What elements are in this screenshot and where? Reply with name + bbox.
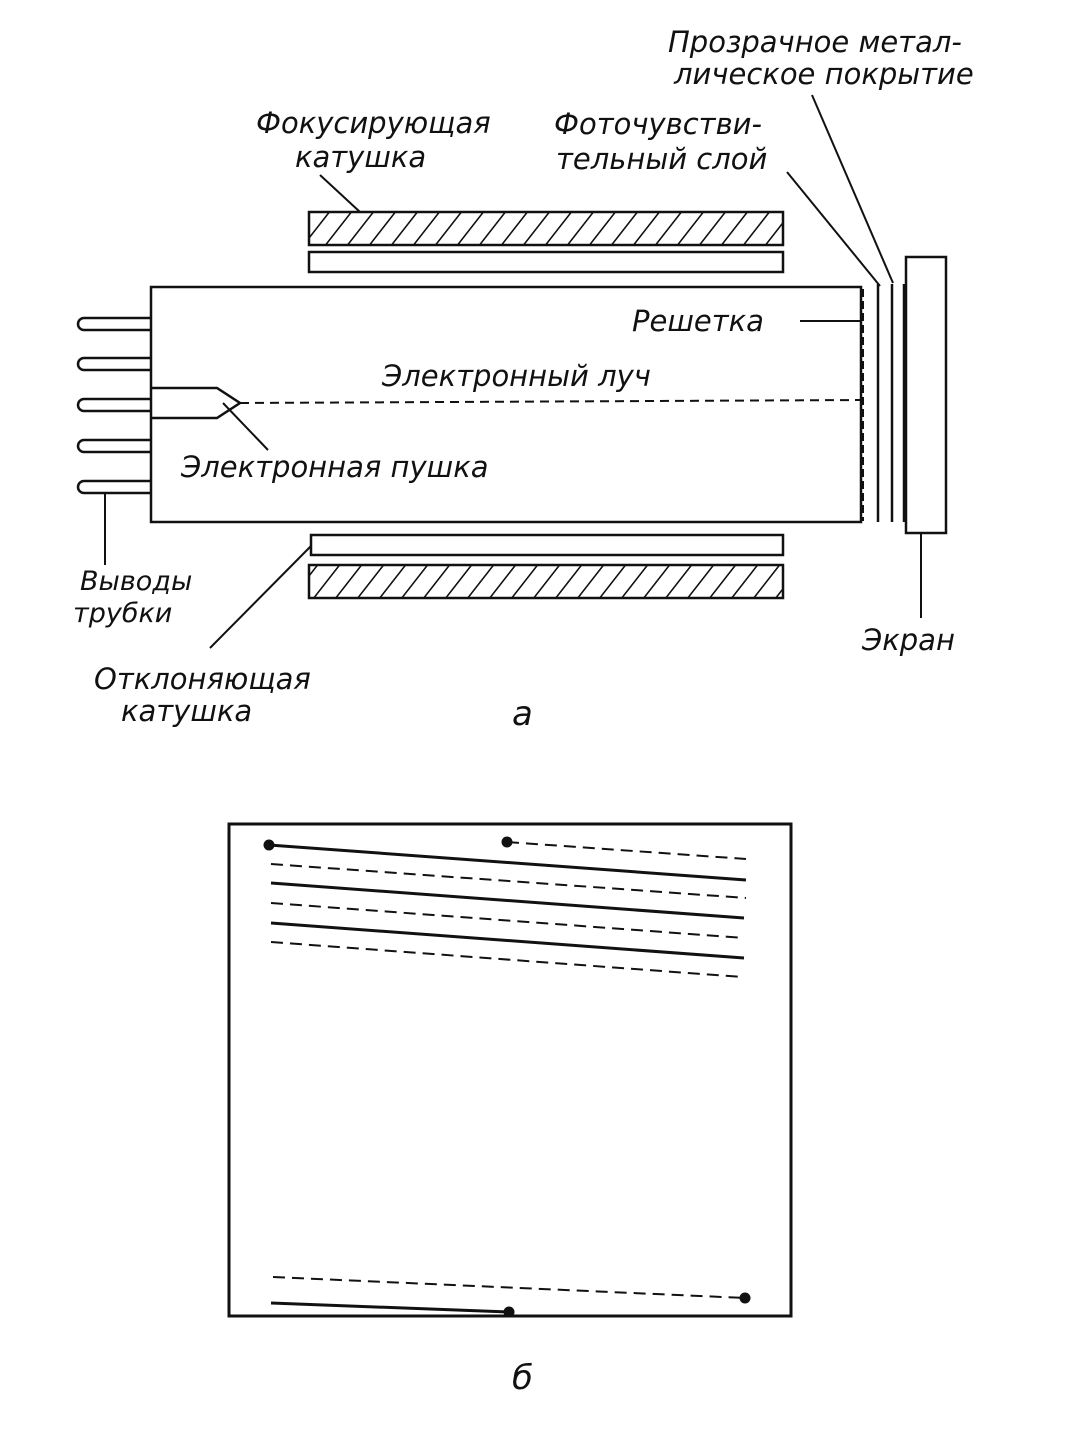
electron-beam-label: Электронный луч (381, 359, 651, 393)
figure-a: Фокусирующая катушка Фоточувстви- тельны… (73, 25, 974, 734)
focusing-coil-label-1: Фокусирующая (256, 106, 491, 140)
focusing-coil-label-2: катушка (295, 140, 426, 174)
tube-leads-label-1: Выводы (80, 566, 192, 597)
electron-gun (151, 386, 243, 420)
grid-label: Решетка (632, 304, 764, 338)
deflection-coil-label-2: катушка (121, 694, 252, 728)
leader-photosensitive (786, 171, 881, 287)
raster-screen-frame (227, 822, 793, 1318)
scan-line-dashed (506, 841, 747, 860)
scan-line-dashed (270, 863, 747, 899)
figure-a-caption: а (512, 694, 533, 734)
scan-end-dot (739, 1292, 751, 1304)
photosensitive-layer-label-1: Фоточувстви- (554, 107, 762, 141)
leader-electron-gun (222, 402, 269, 451)
scan-line-solid (268, 843, 747, 882)
scan-line-solid (270, 881, 745, 920)
electron-gun-label: Электронная пушка (180, 450, 489, 484)
leader-metal-coating (811, 94, 894, 284)
deflection-coil-label-1: Отклоняющая (94, 662, 311, 696)
scan-line-dashed (270, 941, 743, 978)
photosensitive-layer-label-2: тельный слой (556, 142, 767, 176)
figure-b-caption: б (512, 1358, 533, 1398)
metal-coating-label-2: лическое покрытие (673, 57, 974, 91)
tube-leads-label-2: трубки (73, 598, 172, 629)
metal-coating-label-1: Прозрачное метал- (668, 25, 962, 59)
scan-lines-bottom (270, 1276, 751, 1318)
scan-line-solid (270, 921, 745, 960)
electron-beam (239, 399, 863, 404)
focusing-coil-hatched (307, 210, 785, 247)
scan-line-dashed (270, 902, 745, 939)
screen (904, 255, 948, 535)
deflection-coil-hatched (307, 563, 785, 600)
scan-line-dashed (272, 1276, 746, 1299)
leader-deflection-coil (209, 545, 312, 649)
scan-line-solid (270, 1301, 510, 1314)
tube-leads (76, 316, 151, 495)
scan-half-field-dot (503, 1306, 515, 1318)
figure-b: б (227, 822, 793, 1398)
focusing-coil-plain (307, 250, 785, 274)
tube-body (149, 285, 863, 524)
leader-focusing-coil (319, 174, 361, 213)
scan-lines-top (263, 836, 747, 978)
screen-label: Экран (861, 623, 955, 657)
deflection-coil-plain (309, 533, 785, 557)
